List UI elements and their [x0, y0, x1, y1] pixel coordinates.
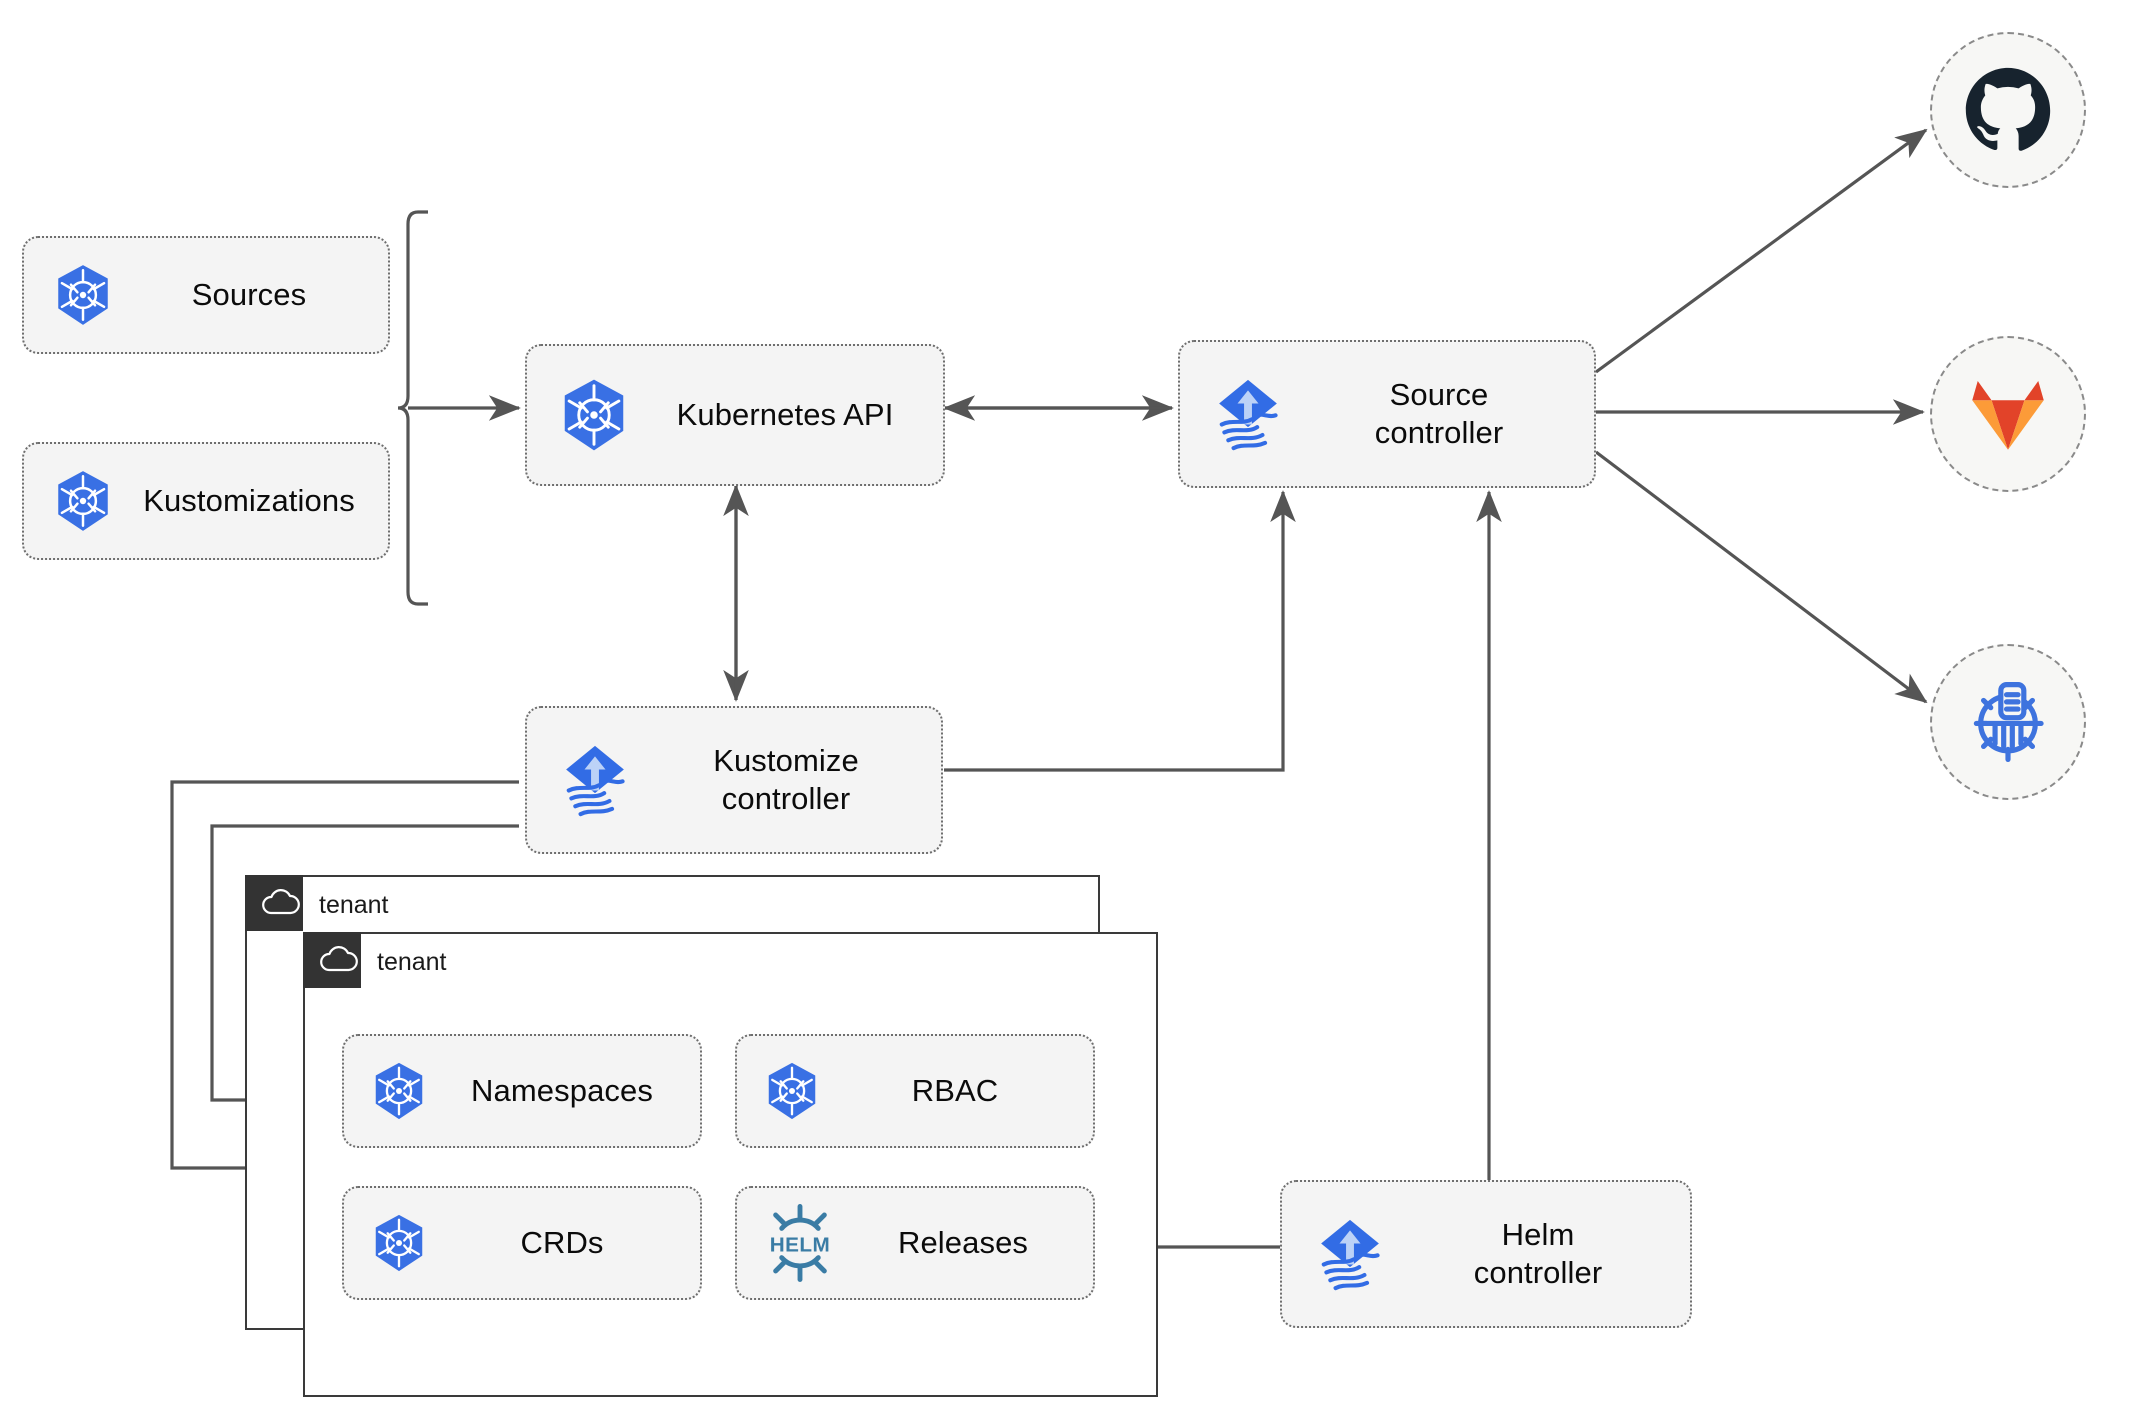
kubernetes-icon	[368, 1212, 430, 1274]
tenant-tab-front	[302, 931, 361, 988]
node-crds[interactable]: CRDs	[342, 1186, 702, 1300]
flux-icon	[1206, 372, 1290, 456]
tenant-tab-back	[244, 874, 303, 931]
node-label: Sources	[191, 277, 307, 313]
node-label: Helm controller	[1473, 1217, 1603, 1290]
flux-icon	[553, 738, 637, 822]
node-releases[interactable]: HELM Releases	[735, 1186, 1095, 1300]
node-kustomizations[interactable]: Kustomizations	[22, 442, 390, 560]
node-namespaces[interactable]: Namespaces	[342, 1034, 702, 1148]
node-label: RBAC	[911, 1073, 999, 1109]
node-kubernetes-api[interactable]: Kubernetes API	[525, 344, 945, 486]
gitlab-icon	[1972, 381, 2044, 450]
cloud-icon	[261, 888, 300, 914]
kubernetes-icon	[50, 468, 116, 534]
node-label: Kustomize controller	[713, 743, 859, 816]
tenant-container-front[interactable]: tenant	[302, 931, 1158, 1397]
svg-text:HELM: HELM	[770, 1234, 831, 1257]
node-kustomize-controller[interactable]: Kustomize controller	[525, 706, 943, 854]
bucket-icon	[1973, 682, 2044, 762]
github-icon	[1965, 67, 2051, 151]
arrow-kustomize-to-source	[944, 490, 1296, 772]
provider-github[interactable]	[1930, 32, 2086, 188]
bracket-group	[397, 210, 428, 606]
kubernetes-icon	[761, 1060, 823, 1122]
node-rbac[interactable]: RBAC	[735, 1034, 1095, 1148]
arrow-source-to-github	[1595, 128, 1928, 374]
arrow-source-to-bucket	[1595, 450, 1928, 704]
node-label: Namespaces	[471, 1073, 653, 1109]
node-label: Kustomizations	[143, 483, 355, 519]
tenant-label-front: tenant	[377, 947, 447, 976]
cloud-icon	[319, 945, 358, 971]
node-source-controller[interactable]: Source controller	[1178, 340, 1596, 488]
node-sources[interactable]: Sources	[22, 236, 390, 354]
tenant-label-back: tenant	[319, 890, 389, 919]
kubernetes-icon	[50, 262, 116, 328]
kubernetes-icon	[555, 376, 633, 454]
node-label: CRDs	[520, 1225, 604, 1261]
node-helm-controller[interactable]: Helm controller	[1280, 1180, 1692, 1328]
flux-icon	[1308, 1212, 1392, 1296]
node-label: Kubernetes API	[676, 397, 894, 433]
node-label: Releases	[897, 1225, 1029, 1261]
provider-bucket[interactable]	[1930, 644, 2086, 800]
kubernetes-icon	[368, 1060, 430, 1122]
helm-icon: HELM	[761, 1204, 839, 1282]
provider-gitlab[interactable]	[1930, 336, 2086, 492]
node-label: Source controller	[1374, 377, 1504, 450]
